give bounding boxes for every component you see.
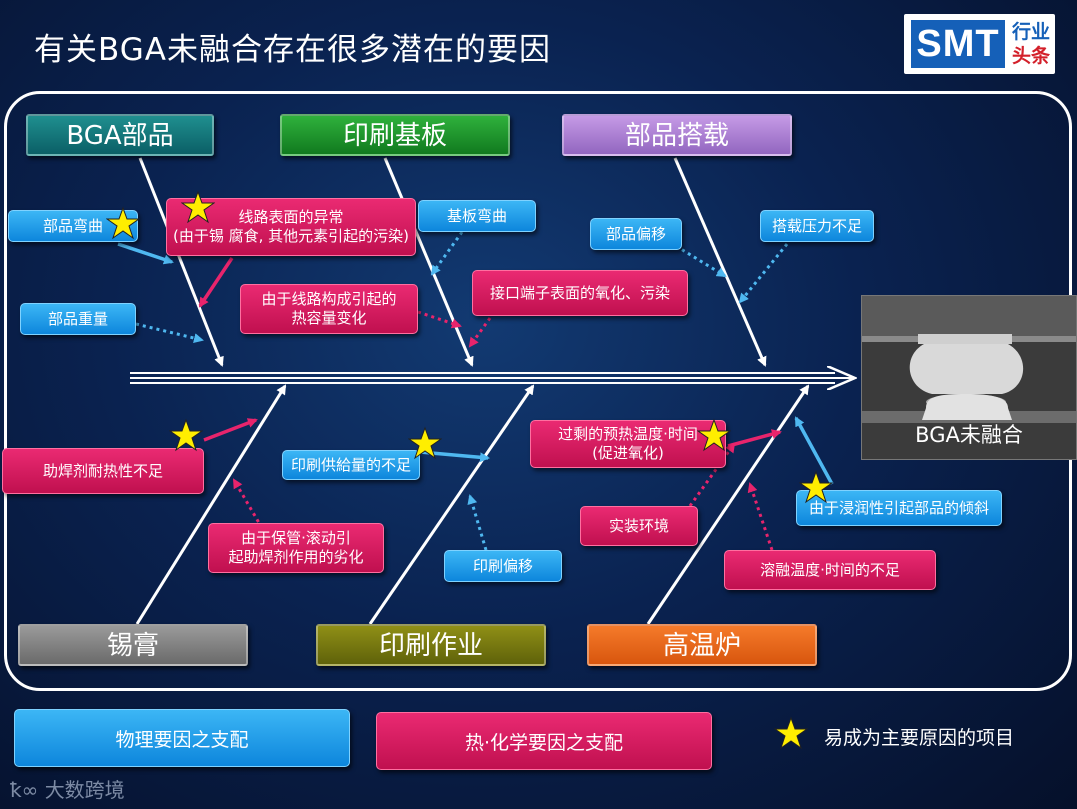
star-icon [697, 418, 731, 452]
legend-star-icon [774, 716, 808, 750]
factor-line-surface-l2: (由于锡 腐食, 其他元素引起的污染) [173, 227, 409, 246]
factor-flux-degrade-l1: 由于保管·滚动引 [241, 529, 351, 548]
category-printing: 印刷作业 [316, 624, 546, 666]
result-image: BGA未融合 [861, 295, 1077, 460]
watermark-icon: ꝁ∞ [10, 778, 38, 802]
factor-placement-pressure: 搭载压力不足 [760, 210, 874, 242]
factor-preheat-l2: (促进氧化) [592, 444, 664, 463]
spine [130, 373, 855, 383]
factor-heat-capacity-l1: 由于线路构成引起的 [261, 290, 396, 309]
bone-placement [675, 158, 765, 365]
watermark: ꝁ∞ 大数跨境 [10, 774, 125, 803]
factor-board-warp: 基板弯曲 [418, 200, 536, 232]
bone-solder-paste [137, 386, 285, 624]
factor-print-supply: 印刷供給量的不足 [282, 450, 420, 480]
star-icon [106, 206, 140, 240]
factor-flux-heat: 助焊剂耐热性不足 [2, 448, 204, 494]
bone-printing [370, 386, 533, 624]
factor-part-offset: 部品偏移 [590, 218, 682, 250]
factor-flux-degrade: 由于保管·滚动引 起助焊剂作用的劣化 [208, 523, 384, 573]
legend-physical: 物理要因之支配 [14, 709, 350, 767]
factor-line-surface-l1: 线路表面的异常 [238, 208, 343, 227]
star-icon [799, 470, 833, 504]
category-solder-paste: 锡膏 [18, 624, 248, 666]
star-icon [181, 190, 215, 224]
legend-star-label: 易成为主要原因的项目 [824, 723, 1014, 750]
category-pcb: 印刷基板 [280, 114, 510, 156]
category-placement: 部品搭载 [562, 114, 792, 156]
factor-melt-temp: 溶融温度·时间的不足 [724, 550, 936, 590]
category-reflow: 高温炉 [587, 624, 817, 666]
factor-terminal-oxidation: 接口端子表面的氧化、污染 [472, 270, 688, 316]
star-icon [169, 418, 203, 452]
factor-heat-capacity-l2: 热容量变化 [291, 309, 366, 328]
factor-flux-degrade-l2: 起助焊剂作用的劣化 [228, 548, 363, 567]
factor-mount-env: 实装环境 [580, 506, 698, 546]
result-label: BGA未融合 [862, 419, 1076, 449]
category-bga-part: BGA部品 [26, 114, 214, 156]
legend-chemical: 热·化学要因之支配 [376, 712, 712, 770]
star-icon [408, 426, 442, 460]
watermark-text: 大数跨境 [45, 778, 125, 802]
factor-heat-capacity: 由于线路构成引起的 热容量变化 [240, 284, 418, 334]
factor-part-weight: 部品重量 [20, 303, 136, 335]
factor-print-offset: 印刷偏移 [444, 550, 562, 582]
factor-preheat-l1: 过剩的预热温度·时间 [558, 425, 698, 444]
